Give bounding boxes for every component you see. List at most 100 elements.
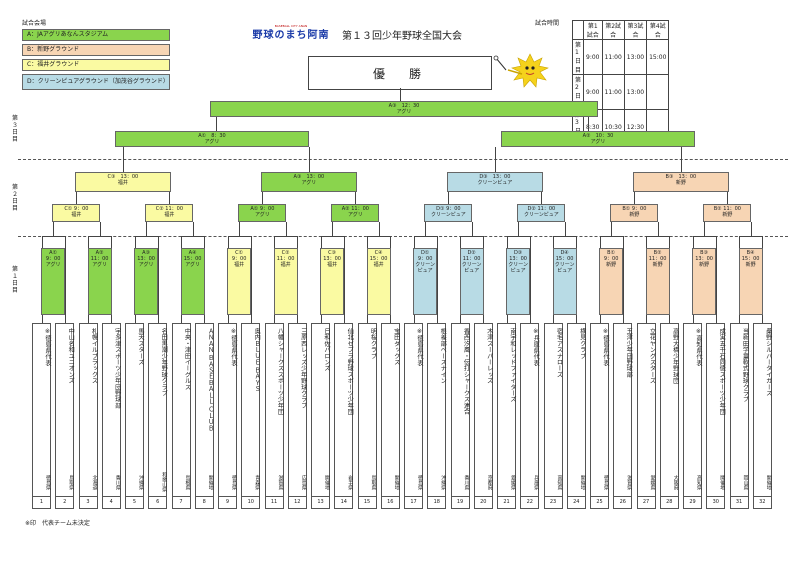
- page-title: 第１３回少年野球全国大会: [342, 31, 462, 42]
- bracket-line: [262, 192, 264, 204]
- day-label-2: 第２日目: [11, 184, 18, 212]
- schedule-header: 第2試合: [601, 20, 625, 40]
- team-name: ※徳島県代表: [230, 328, 237, 366]
- match-venue: 新野: [652, 262, 663, 268]
- team-number: 18: [428, 496, 446, 508]
- match-time: 9：00: [45, 256, 61, 262]
- bracket-line: [390, 236, 392, 323]
- bracket-line: [41, 236, 65, 237]
- team-number: 14: [335, 496, 353, 508]
- team-prefecture: 沖縄県: [440, 474, 447, 490]
- bracket-line: [134, 236, 158, 237]
- team-name: 三原西レッズ少年野球クラブ: [299, 328, 307, 409]
- bracket-line: [680, 147, 682, 172]
- bracket-line: [634, 192, 636, 204]
- schedule-cell: 11:00: [601, 74, 625, 110]
- match-venue: アグリ: [204, 139, 220, 145]
- day-divider: [18, 236, 788, 237]
- schedule-cell: 9:00: [583, 39, 603, 75]
- match-time: 15：00: [183, 256, 202, 262]
- bracket-line: [53, 222, 54, 236]
- team-name: ＡＮＡＮ ＢＡＳＥＢＡＬＬ ＣＬＵＢ: [206, 328, 214, 432]
- match-venue: 新野: [629, 212, 640, 218]
- team-prefecture: 北海道: [91, 474, 98, 490]
- bracket-line: [239, 222, 240, 236]
- team-name: 八幡シャークススポーツ少年団: [276, 328, 284, 415]
- bracket-line: [146, 222, 147, 236]
- bracket-line: [692, 236, 716, 237]
- team-number: 6: [149, 496, 167, 508]
- team-prefecture: 広島県: [300, 474, 307, 490]
- team-name: 高野大橋少年野球団: [671, 328, 679, 384]
- team-name: 中央・津田イーグルス: [183, 328, 191, 390]
- match-venue: クリーンピュア: [508, 262, 528, 274]
- bracket-line: [367, 236, 391, 237]
- bracket-line: [646, 236, 670, 237]
- team-prefecture: 沖縄県: [138, 474, 144, 490]
- match-code: D③: [513, 250, 523, 256]
- team-name: 玉津少年団野球部: [625, 328, 633, 378]
- match-code: A②: [95, 250, 104, 256]
- bracket-line: [343, 236, 345, 323]
- match-time: 13：00: [678, 174, 697, 180]
- team-name: ※徳島県代表: [44, 328, 51, 366]
- team-prefecture: 徳島県: [417, 474, 423, 490]
- bracket-line: [494, 147, 496, 172]
- team-name: 成実五千石同徳スポーツ少年団: [718, 328, 726, 415]
- team-name: 木津スーパーレッズ: [485, 328, 493, 384]
- match-code: D②: [467, 250, 476, 256]
- match-code: A②: [341, 206, 350, 212]
- match-code: A①: [49, 250, 58, 256]
- match-venue: アグリ: [396, 109, 412, 115]
- match-code: A①: [250, 206, 259, 212]
- team-prefecture: 滋賀県: [277, 474, 284, 490]
- match-time: 15：00: [555, 256, 574, 262]
- match-code: A③: [388, 103, 397, 109]
- bracket-line: [169, 192, 171, 204]
- team-number: 20: [474, 496, 492, 508]
- match-time: 9：00: [259, 206, 275, 212]
- venue-c: C：福井グラウンド: [22, 59, 170, 71]
- bracket-line: [111, 236, 113, 323]
- team-number: 29: [684, 496, 701, 508]
- match-code: D①: [436, 206, 445, 212]
- team-prefecture: 開催地: [765, 474, 772, 490]
- match-venue: クリーンピュア: [524, 212, 559, 218]
- match-time: 12：30: [401, 103, 420, 109]
- team-number: 8: [195, 496, 213, 508]
- team-number: 11: [265, 496, 283, 508]
- team-number: 10: [242, 496, 260, 508]
- team-prefecture: 島根県: [184, 474, 191, 490]
- schedule-header: 第1試合: [583, 20, 603, 40]
- match-time: 13：00: [120, 174, 139, 180]
- bracket-line: [448, 192, 450, 204]
- schedule-cell: 13:00: [623, 74, 648, 110]
- match-venue: 福井: [234, 262, 245, 268]
- team-prefecture: 徳島県: [603, 474, 609, 490]
- schedule-row-label: 第1日目: [571, 39, 585, 75]
- bracket-line: [553, 236, 577, 237]
- match-time: 13：00: [695, 256, 713, 262]
- bracket-line: [529, 236, 531, 323]
- team-number: 13: [312, 496, 329, 508]
- match-venue: クリーンピュア: [461, 262, 482, 274]
- match-venue: アグリ: [254, 212, 270, 218]
- venue-legend-header: 試合会場: [22, 20, 47, 27]
- bracket-line: [727, 192, 729, 204]
- team-prefecture: 徳島県: [45, 474, 51, 490]
